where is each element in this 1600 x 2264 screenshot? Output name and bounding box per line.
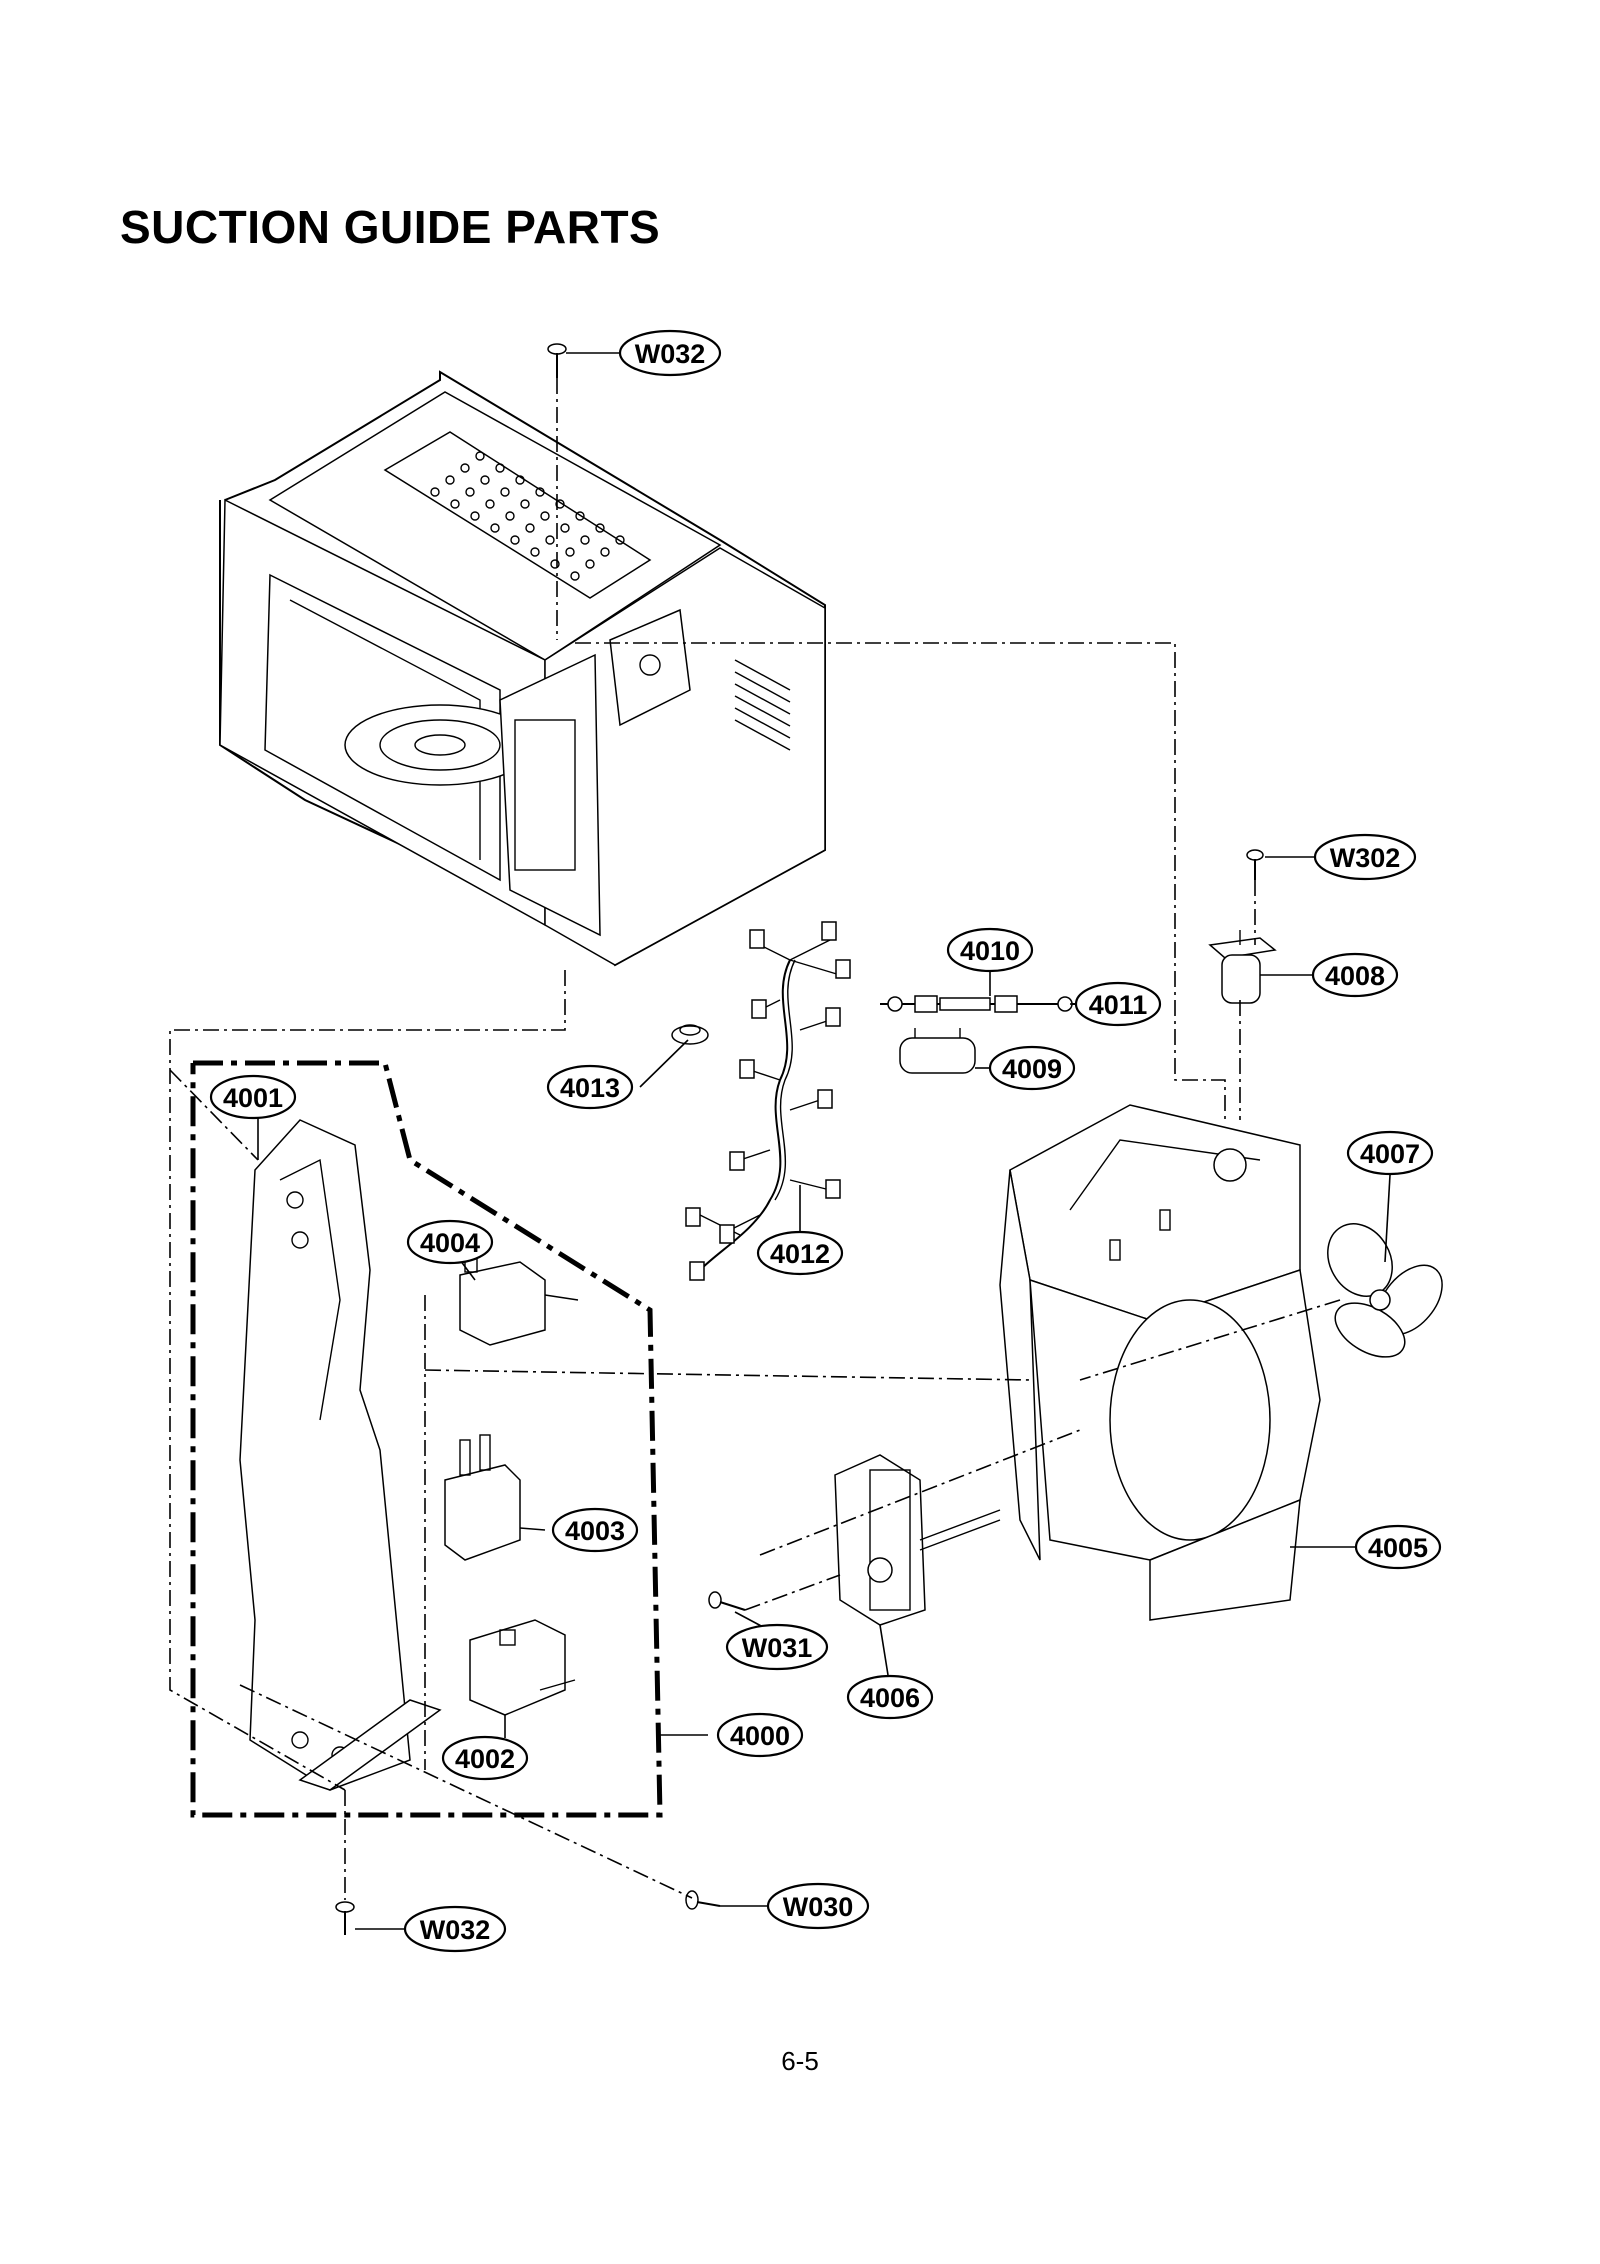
- lamp-drawing: [1208, 930, 1277, 1004]
- svg-text:W302: W302: [1330, 843, 1401, 873]
- callout-4006: 4006: [846, 1674, 934, 1720]
- screw-w030-drawing: [685, 1890, 721, 1910]
- air-guide-drawing: [999, 1104, 1321, 1621]
- svg-text:4007: 4007: [1360, 1139, 1420, 1169]
- micro-switch-4002-drawing: [469, 1619, 576, 1716]
- svg-text:4003: 4003: [565, 1516, 625, 1546]
- transformer-drawing: [834, 1454, 1001, 1626]
- alignment-lines: [169, 378, 1341, 1900]
- svg-text:4012: 4012: [770, 1239, 830, 1269]
- svg-text:4010: 4010: [960, 936, 1020, 966]
- oven-cavity-drawing: [219, 370, 826, 967]
- svg-text:4004: 4004: [420, 1228, 480, 1258]
- screw-w302-drawing: [1246, 849, 1264, 880]
- callout-4013: 4013: [546, 1064, 634, 1110]
- svg-text:W030: W030: [783, 1892, 854, 1922]
- suction-guide-frame-drawing: [239, 1119, 442, 1791]
- callout-4010: 4010: [946, 927, 1034, 973]
- svg-text:W032: W032: [420, 1915, 491, 1945]
- assembly-4000-boundary: [190, 1060, 663, 1818]
- svg-text:4005: 4005: [1368, 1533, 1428, 1563]
- screw-w031-drawing: [708, 1591, 746, 1611]
- leader-lines: [257, 352, 1391, 1930]
- callout-4009: 4009: [988, 1045, 1076, 1091]
- svg-text:4002: 4002: [455, 1744, 515, 1774]
- thermostat-drawing: [671, 1024, 709, 1045]
- svg-text:4006: 4006: [860, 1683, 920, 1713]
- callout-4004: 4004: [406, 1219, 494, 1265]
- callout-4007: 4007: [1346, 1130, 1434, 1176]
- callout-4000: 4000: [716, 1712, 804, 1758]
- callout-4011: 4011: [1074, 981, 1162, 1027]
- fuse-holder-drawing: [880, 995, 1080, 1074]
- callout-4002: 4002: [441, 1735, 529, 1781]
- svg-text:4001: 4001: [223, 1083, 283, 1113]
- svg-text:4008: 4008: [1325, 961, 1385, 991]
- svg-text:4009: 4009: [1002, 1054, 1062, 1084]
- svg-text:4011: 4011: [1089, 990, 1148, 1020]
- micro-switch-4004-drawing: [459, 1249, 579, 1346]
- side-vent-slots: [734, 659, 791, 751]
- svg-text:4000: 4000: [730, 1721, 790, 1751]
- screw-w032-top-drawing: [547, 343, 567, 378]
- callout-w302: W302: [1313, 833, 1417, 881]
- callout-w031: W031: [725, 1623, 829, 1671]
- callout-4012: 4012: [756, 1230, 844, 1276]
- page-title: SUCTION GUIDE PARTS: [120, 201, 661, 253]
- fan-blade-drawing: [1327, 1223, 1443, 1358]
- callout-w032-top: W032: [618, 329, 722, 377]
- callout-w030: W030: [766, 1882, 870, 1930]
- screw-w032-bottom-drawing: [335, 1901, 355, 1935]
- wire-harness-drawing: [685, 921, 851, 1281]
- page-number: 6-5: [781, 2046, 819, 2076]
- callout-4005: 4005: [1354, 1524, 1442, 1570]
- svg-text:4013: 4013: [560, 1073, 620, 1103]
- callout-4008: 4008: [1311, 952, 1399, 998]
- svg-text:W032: W032: [635, 339, 706, 369]
- callout-4003: 4003: [551, 1507, 639, 1553]
- micro-switch-4003-drawing: [444, 1434, 521, 1561]
- svg-text:W031: W031: [742, 1633, 813, 1663]
- callout-4001: 4001: [209, 1074, 297, 1120]
- callout-w032-bottom: W032: [403, 1905, 507, 1953]
- top-vent-holes: [430, 451, 625, 581]
